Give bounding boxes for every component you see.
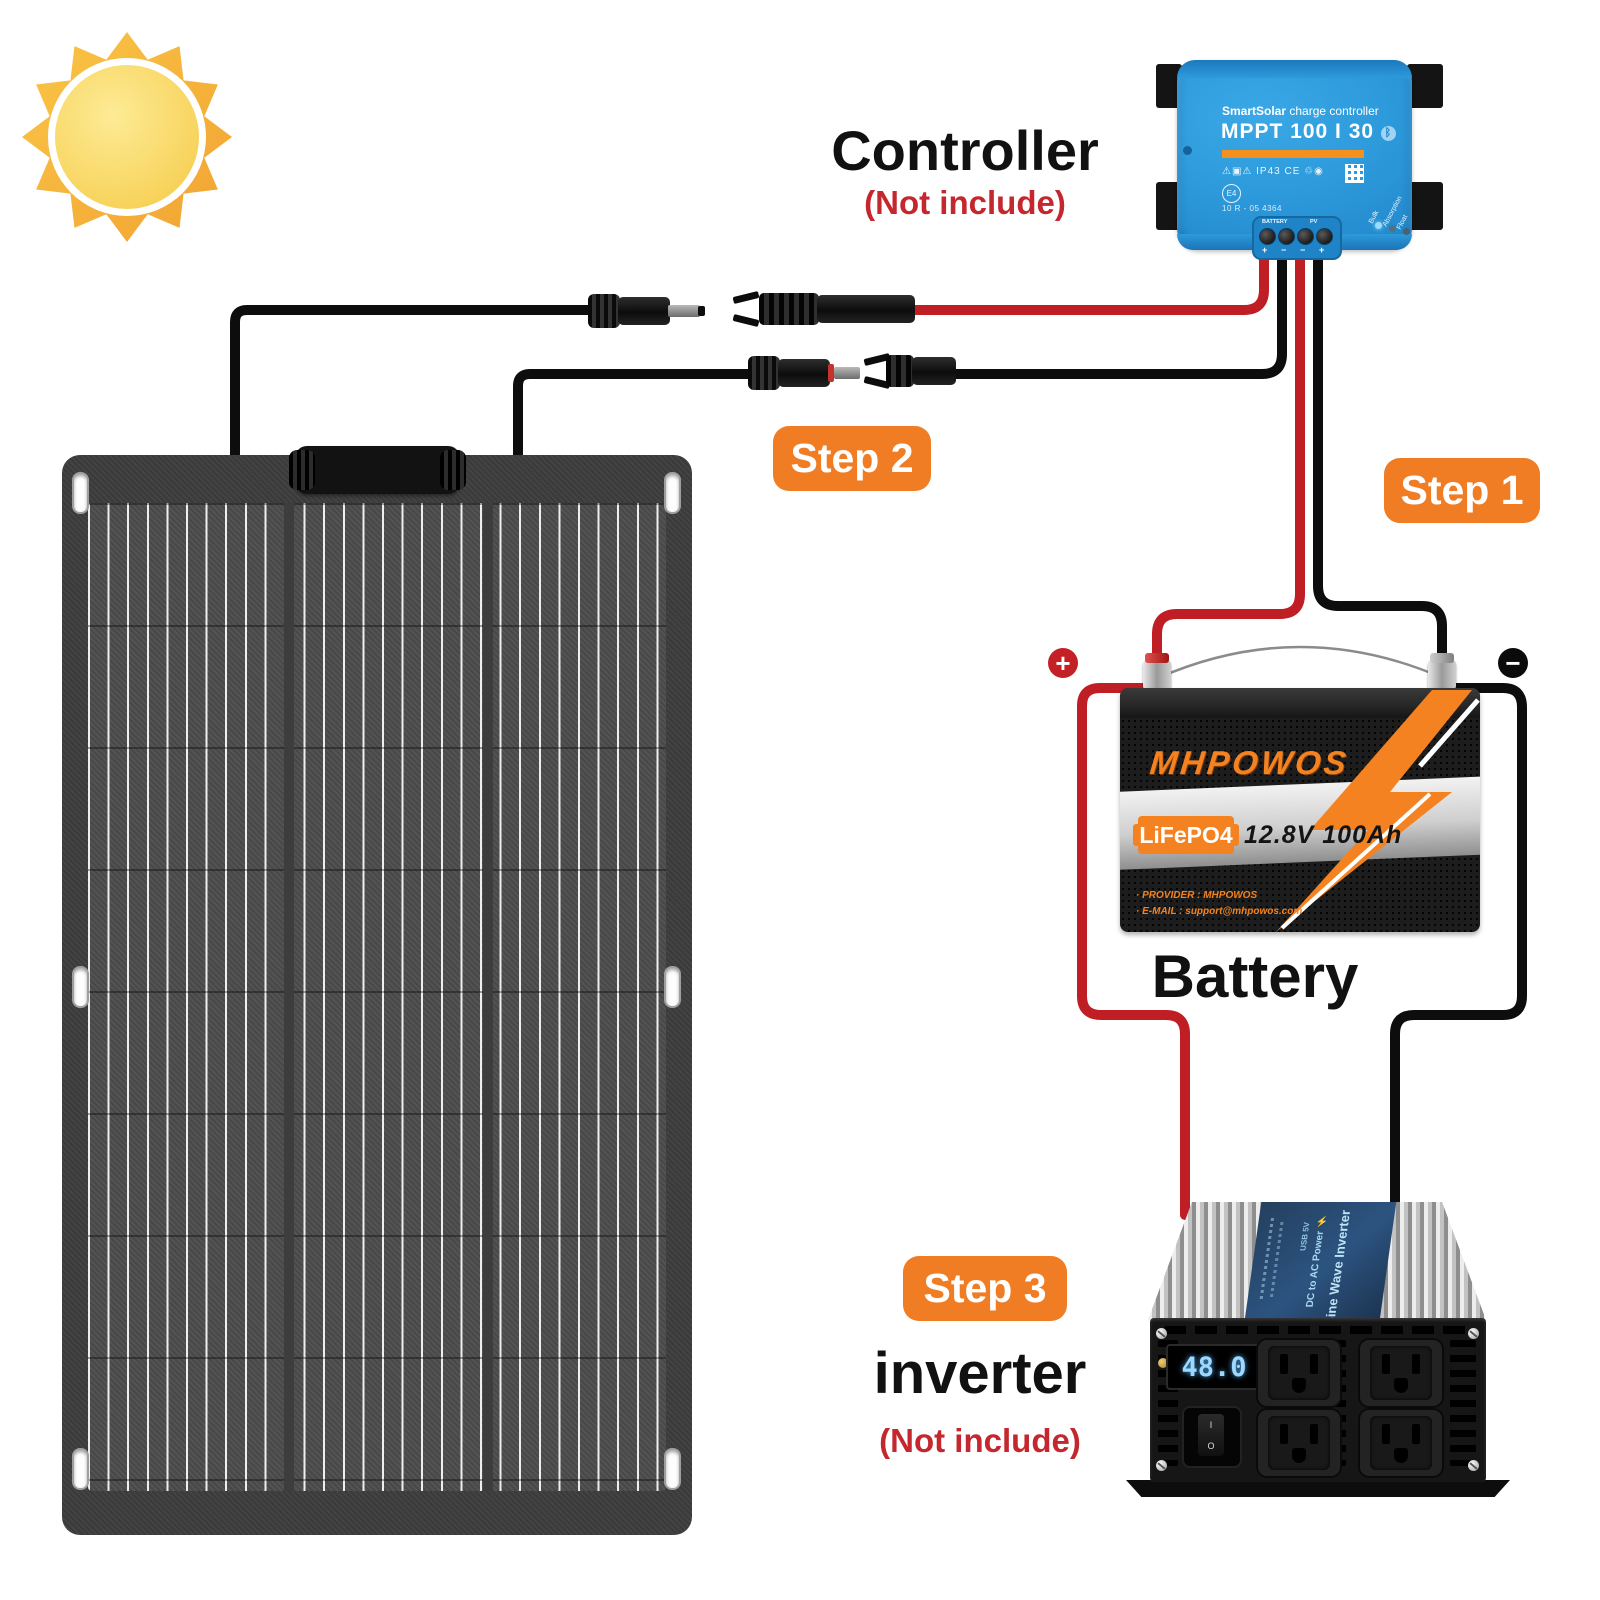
panel-grommet xyxy=(72,472,89,514)
plus-icon: + xyxy=(1048,648,1078,678)
inverter-screw xyxy=(1156,1328,1167,1339)
inverter-screw xyxy=(1468,1328,1479,1339)
inverter-mounting-flange xyxy=(1126,1480,1510,1497)
minus-icon: − xyxy=(1498,648,1528,678)
e-mark: E4 xyxy=(1222,184,1241,203)
terminal-mark: − xyxy=(1281,245,1287,255)
panel-grommet xyxy=(664,1448,681,1490)
inverter-screw xyxy=(1468,1460,1479,1471)
inverter-front-panel: 48.0 I O xyxy=(1150,1318,1486,1482)
mc4-connector-female xyxy=(863,352,956,390)
controller-bracket xyxy=(1407,64,1443,108)
inverter-blue-label: Pure Sine Wave Inverter DC to AC Power ⚡… xyxy=(1244,1202,1397,1320)
panel-grommet xyxy=(664,966,681,1008)
step-2-badge: Step 2 xyxy=(773,426,931,491)
mc4-connector-female xyxy=(588,294,706,328)
terminal-pv-minus xyxy=(1297,228,1314,245)
battery-email-line: · E-MAIL : support@mhpowos.com xyxy=(1136,906,1303,917)
battery-spec: 12.8V 100Ah xyxy=(1244,821,1403,849)
switch-on-mark: I xyxy=(1209,1420,1213,1430)
lightning-bolt-icon xyxy=(1276,690,1480,932)
bluetooth-icon: ᛒ xyxy=(1380,126,1396,141)
terminal-group-pv: PV xyxy=(1310,219,1318,225)
terminal-battery-minus xyxy=(1278,228,1295,245)
inverter-vent xyxy=(1164,1326,1470,1334)
voltage-readout: 48.0 xyxy=(1181,1351,1247,1383)
terminal-block: BATTERY PV + − − + xyxy=(1252,216,1342,260)
controller-top-edge xyxy=(1177,60,1412,78)
voltage-display: 48.0 xyxy=(1166,1344,1262,1390)
battery-provider-line: · PROVIDER : MHPOWOS xyxy=(1136,890,1258,901)
battery-caption: Battery xyxy=(1151,943,1359,1010)
step-1-badge: Step 1 xyxy=(1384,458,1540,523)
ac-outlet[interactable] xyxy=(1258,1410,1340,1476)
battery-positive-post xyxy=(1143,653,1171,690)
panel-grommet xyxy=(72,966,89,1008)
controller-model: MPPT 100 I 30 ᛒ xyxy=(1221,120,1396,144)
terminal-battery-plus xyxy=(1259,228,1276,245)
controller-brand: SmartSolar xyxy=(1222,104,1287,118)
controller-bracket xyxy=(1407,182,1443,230)
panel-grommet xyxy=(664,472,681,514)
solar-panel xyxy=(62,455,692,1535)
inverter-screw xyxy=(1156,1460,1167,1471)
ac-outlet[interactable] xyxy=(1360,1340,1442,1406)
cell-column-divider xyxy=(483,503,493,1491)
charge-controller: SmartSolar charge controller MPPT 100 I … xyxy=(1177,60,1412,260)
battery-brand: MHPOWOS xyxy=(1148,744,1351,781)
panel-junction-box xyxy=(289,446,466,494)
switch-off-mark: O xyxy=(1207,1441,1215,1451)
controller-orange-stripe xyxy=(1222,150,1364,158)
inverter-not-include-note: (Not include) xyxy=(879,1422,1081,1459)
ac-outlet[interactable] xyxy=(1258,1340,1340,1406)
terminal-pv-plus xyxy=(1316,228,1333,245)
controller-screw xyxy=(1183,146,1192,155)
battery-handle-wire xyxy=(1157,645,1444,680)
controller-caption: Controller xyxy=(831,119,1099,182)
panel-grommet xyxy=(72,1448,89,1490)
qr-code xyxy=(1345,164,1364,183)
inverter-top-lid: Pure Sine Wave Inverter DC to AC Power ⚡… xyxy=(1148,1202,1486,1320)
inverter-caption: inverter xyxy=(873,1341,1087,1406)
negative-post-cap xyxy=(1430,653,1454,663)
battery-chemistry-badge: LiFePO4 xyxy=(1133,816,1239,854)
terminal-mark: − xyxy=(1300,245,1306,255)
mc4-connector-male xyxy=(732,290,915,328)
certification-icons: ⚠▣⚠ IP43 CE ♲◉ xyxy=(1222,166,1324,177)
mc4-connector-male xyxy=(748,356,866,390)
inverter-label-usb: USB 5V xyxy=(1298,1222,1312,1251)
controller-brand-rest: charge controller xyxy=(1286,104,1379,118)
terminal-group-battery: BATTERY xyxy=(1262,219,1288,225)
inverter-vent xyxy=(1450,1340,1476,1466)
solar-cells xyxy=(88,503,666,1491)
cell-column-divider xyxy=(284,503,294,1491)
ac-outlet[interactable] xyxy=(1360,1410,1442,1476)
battery-negative-post xyxy=(1428,653,1456,690)
display-screw xyxy=(1158,1358,1168,1368)
led-bulk xyxy=(1375,222,1382,229)
led-absorption xyxy=(1389,225,1396,232)
controller-brand-line: SmartSolar charge controller xyxy=(1222,104,1379,118)
sun-icon xyxy=(22,32,232,242)
lifepo4-battery: MHPOWOS LiFePO4 12.8V 100Ah · PROVIDER :… xyxy=(1120,688,1480,932)
terminal-mark: + xyxy=(1319,245,1325,255)
power-rocker[interactable]: I O xyxy=(1198,1414,1224,1456)
power-switch[interactable]: I O xyxy=(1182,1406,1242,1468)
led-float xyxy=(1403,228,1410,235)
controller-not-include-note: (Not include) xyxy=(864,184,1066,221)
terminal-mark: + xyxy=(1262,245,1268,255)
approval-number: 10 R - 05 4364 xyxy=(1222,204,1282,213)
positive-post-cap xyxy=(1145,653,1169,663)
step-3-badge: Step 3 xyxy=(903,1256,1067,1321)
